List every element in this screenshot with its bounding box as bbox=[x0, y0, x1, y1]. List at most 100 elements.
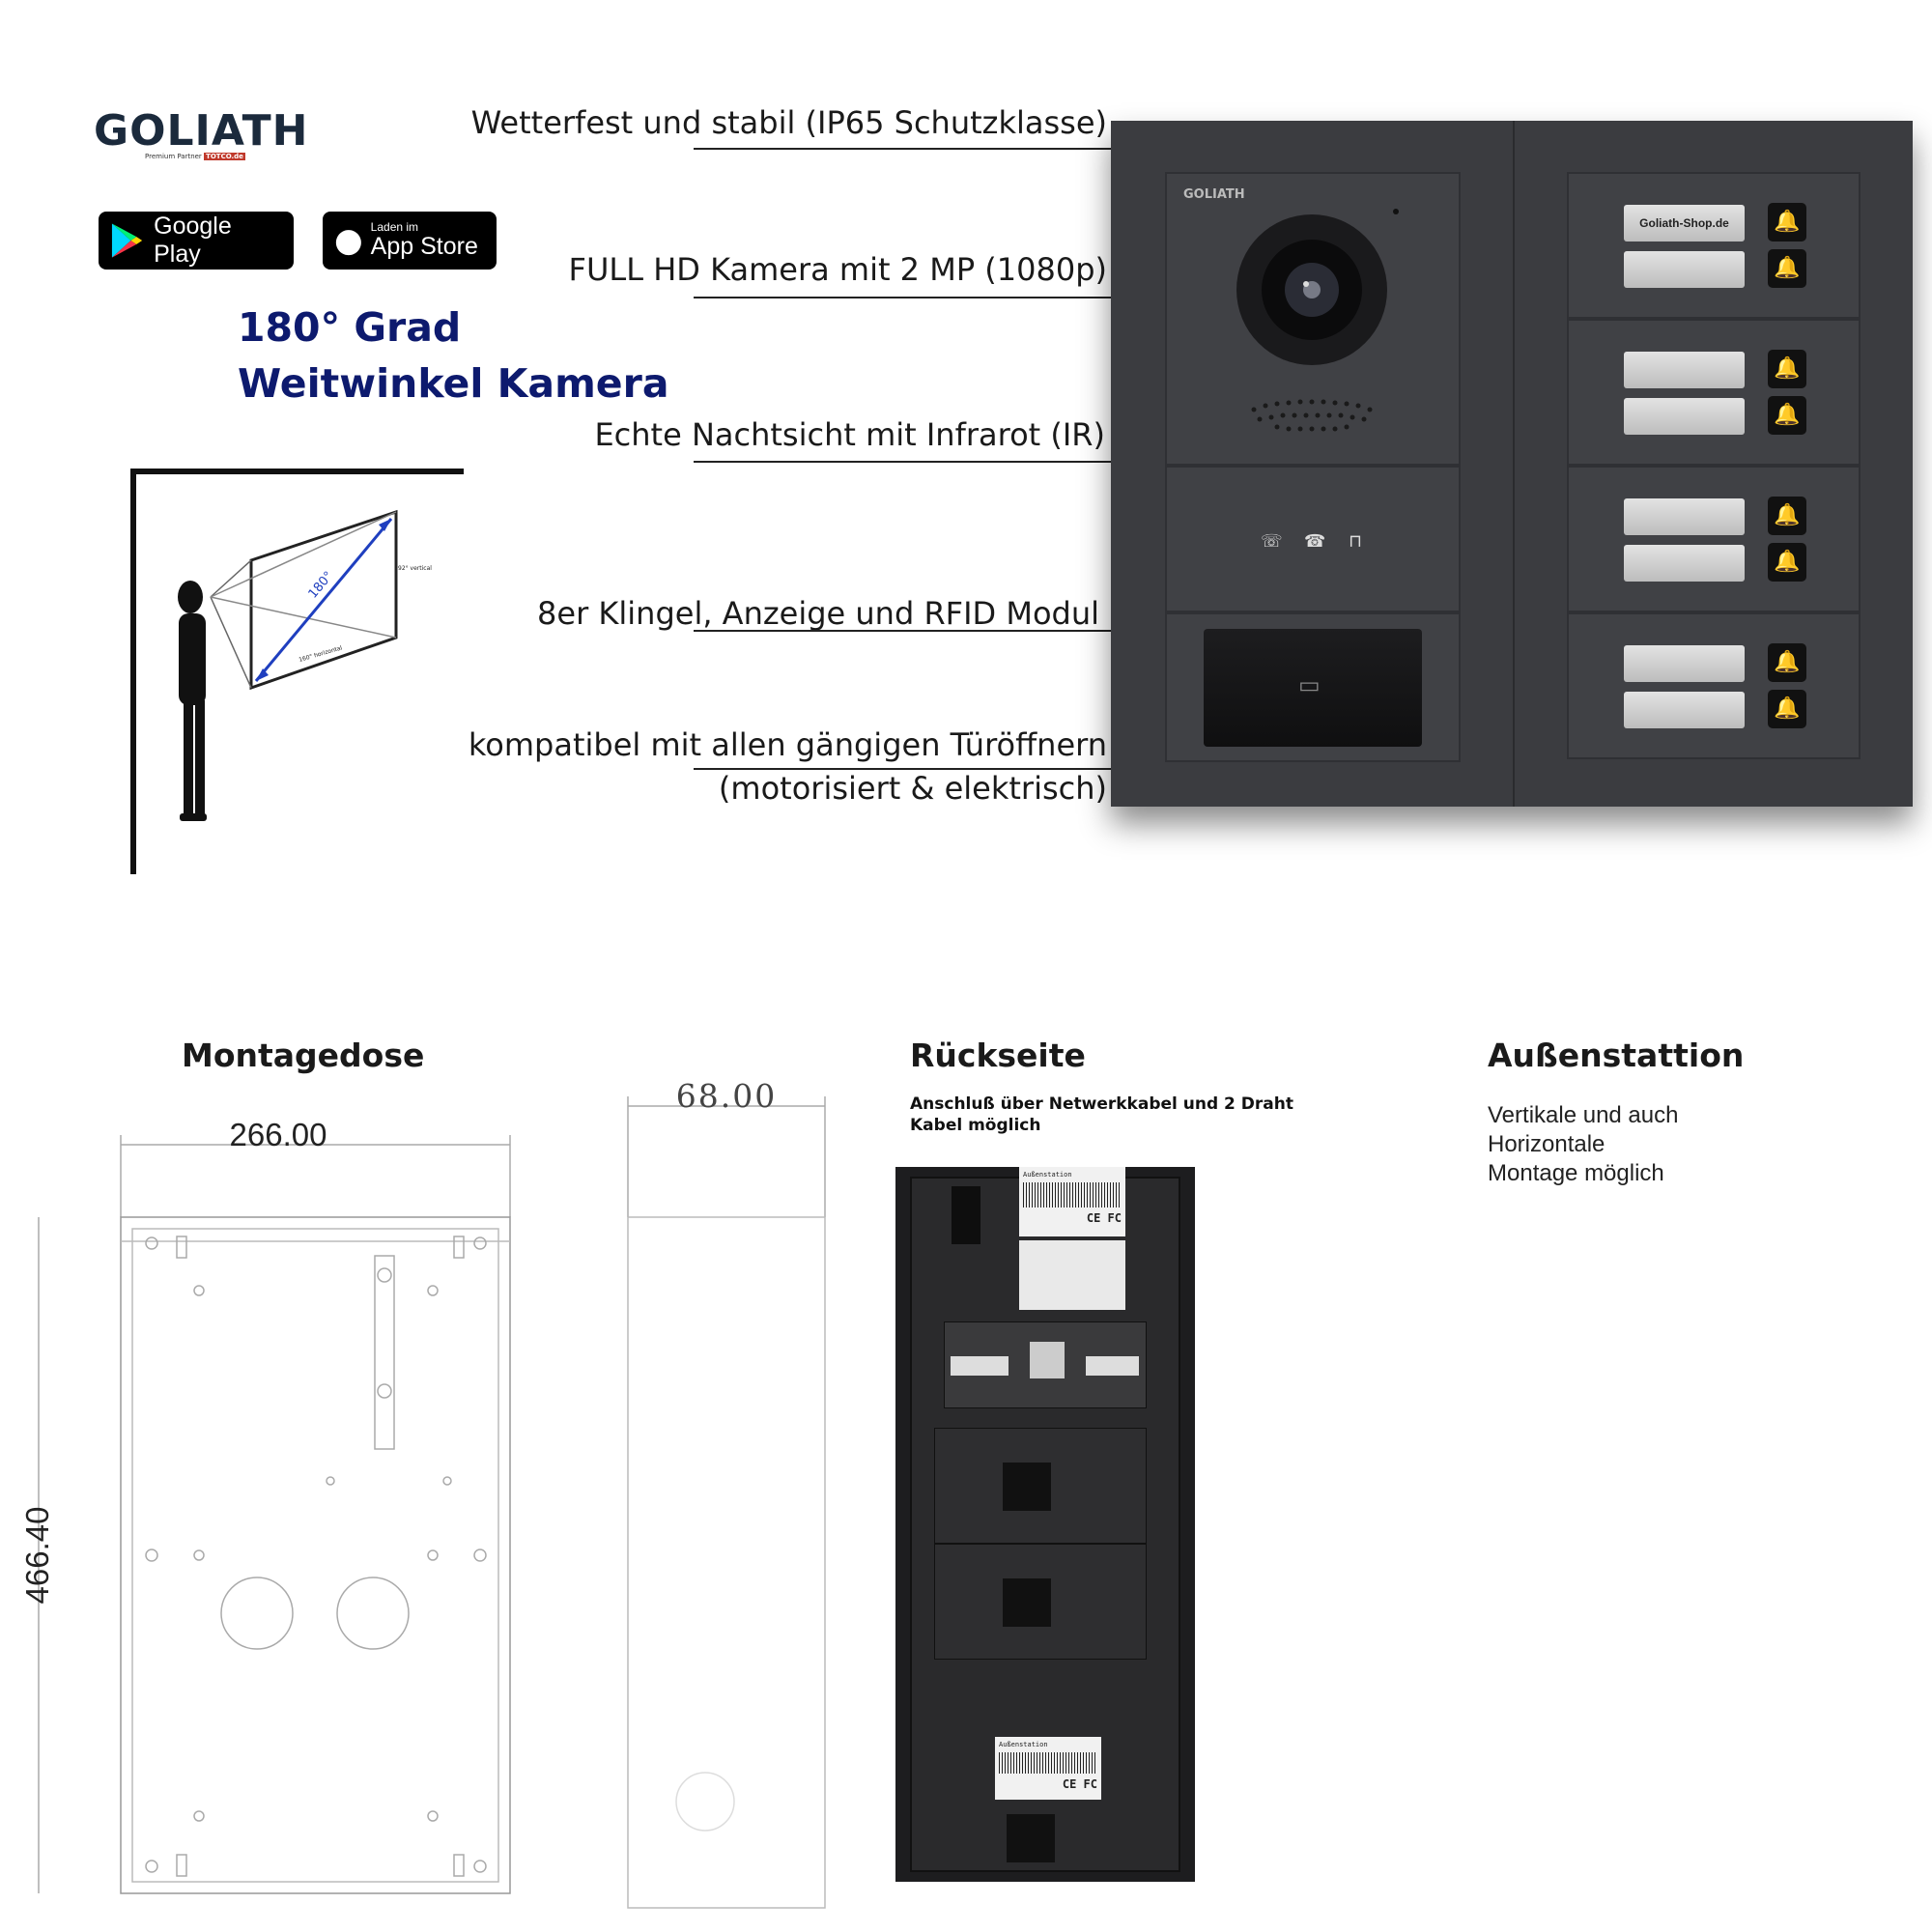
ethernet-port[interactable] bbox=[1030, 1342, 1065, 1378]
aussenstation-line1: Vertikale und auch bbox=[1488, 1102, 1679, 1128]
terminal-left bbox=[951, 1356, 1009, 1376]
rueckseite-title: Rückseite bbox=[910, 1037, 1086, 1074]
bell-button-1[interactable]: 🔔 bbox=[1768, 203, 1806, 242]
bell-button-4[interactable]: 🔔 bbox=[1768, 396, 1806, 435]
angle-label: 180° bbox=[306, 569, 337, 602]
partner-label: Premium Partner TOTCO.de bbox=[145, 153, 245, 160]
feature-door-opener-note: (motorisiert & elektrisch) bbox=[718, 770, 1107, 807]
rfid-module: ▭ bbox=[1165, 612, 1461, 762]
bell-icon: 🔔 bbox=[1774, 256, 1801, 280]
horizontal-label: 160° horizontal bbox=[298, 644, 344, 664]
ce-mark: CE FC bbox=[1086, 1211, 1122, 1225]
bell-button-7[interactable]: 🔔 bbox=[1768, 643, 1806, 682]
sticker-title-bottom: Außenstation bbox=[999, 1741, 1048, 1748]
montage-height-label: 466.40 bbox=[19, 1507, 55, 1605]
nameplate-2 bbox=[1624, 251, 1745, 288]
wide-angle-title: 180° Grad Weitwinkel Kamera bbox=[238, 299, 669, 412]
nameplate-4 bbox=[1624, 398, 1745, 435]
bell-icon: 🔔 bbox=[1774, 696, 1801, 721]
device-logo: GOLIATH bbox=[1183, 187, 1245, 202]
ir-sensor bbox=[1393, 209, 1399, 214]
aussenstation-line2: Horizontale bbox=[1488, 1131, 1605, 1157]
feature-nightvision: Echte Nachtsicht mit Infrarot (IR) bbox=[594, 416, 1105, 453]
bell-button-8[interactable]: 🔔 bbox=[1768, 690, 1806, 728]
rueckseite-photo: Außenstation CE FC Außenstation CE FC bbox=[895, 1167, 1195, 1882]
ce-mark-bottom: CE FC bbox=[1062, 1777, 1097, 1791]
connector-3 bbox=[1007, 1814, 1055, 1862]
unlock-indicator-icon: ⊓ bbox=[1349, 531, 1363, 552]
back-sticker-top: Außenstation CE FC bbox=[1019, 1167, 1125, 1236]
bell-button-5[interactable]: 🔔 bbox=[1768, 497, 1806, 535]
feature-line bbox=[694, 461, 1111, 463]
connector-1 bbox=[1003, 1463, 1051, 1511]
app-store-small: Laden im bbox=[370, 219, 419, 234]
bell-icon: 🔔 bbox=[1774, 210, 1801, 234]
bell-module-2: 🔔 🔔 bbox=[1567, 319, 1861, 466]
person-silhouette-icon bbox=[178, 581, 207, 821]
bell-button-2[interactable]: 🔔 bbox=[1768, 249, 1806, 288]
bell-button-6[interactable]: 🔔 bbox=[1768, 543, 1806, 582]
bell-icon: 🔔 bbox=[1774, 503, 1801, 527]
rueckseite-subtitle-line1: Anschluß über Netwerkkabel und 2 Draht bbox=[910, 1094, 1294, 1114]
speaker-grille-icon bbox=[1251, 399, 1373, 432]
wide-angle-line1: 180° Grad bbox=[238, 304, 462, 351]
bell-icon: 🔔 bbox=[1774, 650, 1801, 674]
module-slot-1 bbox=[934, 1428, 1147, 1544]
angle-diagram: 180° 92° vertical 160° horizontal bbox=[130, 469, 464, 874]
app-store-label: App Store bbox=[370, 232, 478, 260]
nameplate-3 bbox=[1624, 352, 1745, 388]
bell-icon: 🔔 bbox=[1774, 550, 1801, 574]
rfid-reader[interactable]: ▭ bbox=[1204, 629, 1422, 747]
feature-camera: FULL HD Kamera mit 2 MP (1080p) bbox=[568, 251, 1107, 288]
feature-line bbox=[694, 148, 1111, 150]
aussenstation-line3: Montage möglich bbox=[1488, 1160, 1664, 1186]
montagedose-drawing: 266.00 68.00 466.40 bbox=[19, 1082, 826, 1909]
terminal-board bbox=[944, 1321, 1147, 1408]
montagedose-title: Montagedose bbox=[182, 1037, 425, 1074]
aussenstation-title: Außenstattion bbox=[1488, 1037, 1745, 1074]
terminal-right bbox=[1086, 1356, 1139, 1376]
partner-badge: TOTCO.de bbox=[204, 153, 245, 160]
rfid-icon: ▭ bbox=[1298, 671, 1321, 698]
call-indicator-icon: ☏ bbox=[1261, 531, 1283, 552]
rueckseite-subtitle: Anschluß über Netwerkkabel und 2 Draht K… bbox=[910, 1094, 1293, 1136]
nameplate-8 bbox=[1624, 692, 1745, 728]
aussenstation-description: Vertikale und auch Horizontale Montage m… bbox=[1488, 1101, 1678, 1188]
partner-text: Premium Partner bbox=[145, 153, 202, 160]
connector-2 bbox=[1003, 1578, 1051, 1627]
apple-icon: ● bbox=[334, 221, 363, 260]
network-sticker bbox=[1019, 1240, 1125, 1310]
wide-angle-line2: Weitwinkel Kamera bbox=[238, 360, 669, 407]
talk-indicator-icon: ☎ bbox=[1304, 531, 1326, 552]
feature-line bbox=[694, 768, 1111, 770]
bell-module-4: 🔔 🔔 bbox=[1567, 612, 1861, 759]
bell-button-3[interactable]: 🔔 bbox=[1768, 350, 1806, 388]
barcode bbox=[1023, 1182, 1122, 1208]
feature-weatherproof: Wetterfest und stabil (IP65 Schutzklasse… bbox=[470, 104, 1107, 141]
google-play-label: Google Play bbox=[154, 213, 232, 268]
back-connector bbox=[952, 1186, 980, 1244]
google-play-badge[interactable]: Google Play bbox=[99, 212, 294, 270]
feature-line bbox=[694, 630, 1111, 632]
bell-module-1: Goliath-Shop.de 🔔 🔔 bbox=[1567, 172, 1861, 319]
rueckseite-subtitle-line2: Kabel möglich bbox=[910, 1116, 1041, 1135]
google-play-icon bbox=[111, 223, 143, 258]
sticker-title: Außenstation bbox=[1023, 1171, 1072, 1179]
nameplate-6 bbox=[1624, 545, 1745, 582]
camera-lens-icon bbox=[1236, 214, 1387, 365]
camera-module: GOLIATH bbox=[1165, 172, 1461, 466]
feature-bell-module: 8er Klingel, Anzeige und RFID Modul bbox=[537, 595, 1099, 632]
device-divider bbox=[1513, 121, 1515, 807]
bell-icon: 🔔 bbox=[1774, 403, 1801, 427]
app-store-badge[interactable]: ● Laden im App Store bbox=[323, 212, 497, 270]
montage-depth-label: 68.00 bbox=[676, 1082, 777, 1115]
goliath-logo: GOLIATH bbox=[94, 106, 309, 156]
bell-module-3: 🔔 🔔 bbox=[1567, 466, 1861, 612]
nameplate-1: Goliath-Shop.de bbox=[1624, 205, 1745, 242]
module-slot-2 bbox=[934, 1544, 1147, 1660]
nameplate-7 bbox=[1624, 645, 1745, 682]
montage-width-label: 266.00 bbox=[230, 1117, 327, 1152]
feature-door-opener: kompatibel mit allen gängigen Türöffnern bbox=[468, 726, 1107, 763]
nameplate-5 bbox=[1624, 498, 1745, 535]
indicator-module: ☏ ☎ ⊓ bbox=[1165, 466, 1461, 612]
